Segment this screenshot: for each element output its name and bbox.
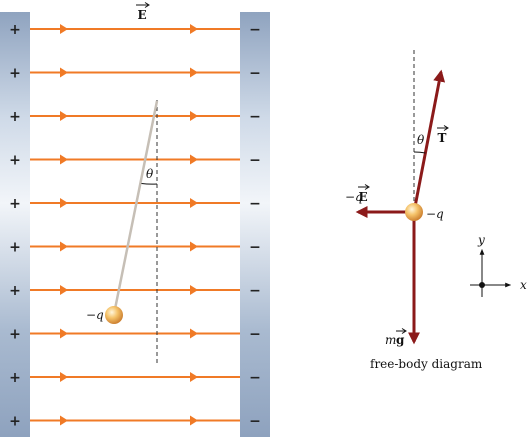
field-arrowhead	[190, 372, 198, 382]
field-arrowhead	[190, 24, 198, 34]
weight-vector: g	[396, 333, 405, 347]
field-label-text: E	[138, 8, 147, 22]
tension-label-text: T	[438, 131, 447, 145]
positive-sign: +	[9, 22, 21, 38]
positive-sign: +	[9, 109, 21, 125]
coordinate-axes: x y	[470, 233, 527, 297]
negative-sign: −	[249, 22, 261, 38]
pendulum-charge-label: −q	[86, 308, 104, 322]
positive-sign: +	[9, 370, 21, 386]
fbd-caption: free-body diagram	[370, 357, 483, 371]
field-arrowhead	[60, 372, 68, 382]
field-arrowhead	[190, 241, 198, 252]
field-arrowhead	[60, 198, 68, 208]
field-arrowhead	[60, 67, 68, 78]
field-arrowhead	[190, 67, 198, 78]
y-axis-label: y	[477, 233, 485, 247]
tension-label: T	[437, 125, 449, 145]
negative-sign: −	[249, 370, 261, 386]
negative-sign: −	[249, 196, 261, 212]
field-arrowhead	[60, 285, 68, 295]
negative-sign: −	[249, 66, 261, 82]
field-label: E	[136, 2, 150, 22]
field-arrowhead	[60, 154, 68, 165]
field-arrowhead	[190, 415, 198, 426]
electric-force-label: −q E	[345, 184, 370, 204]
positive-sign: +	[9, 240, 21, 256]
pendulum-ball	[105, 306, 123, 324]
positive-sign: +	[9, 196, 21, 212]
negative-sign: −	[249, 414, 261, 430]
positive-sign: +	[9, 327, 21, 343]
field-arrowhead	[60, 415, 68, 426]
field-arrowhead	[190, 198, 198, 208]
field-arrowhead	[60, 111, 68, 121]
weight-prefix: m	[385, 333, 396, 347]
field-arrowhead	[190, 111, 198, 121]
fbd-angle-label: θ	[417, 133, 425, 147]
fbd-angle-arc	[413, 151, 426, 154]
negative-sign: −	[249, 327, 261, 343]
pendulum-angle-arc	[141, 183, 158, 185]
x-axis-label: x	[520, 278, 527, 292]
pendulum-string	[112, 100, 159, 315]
negative-sign: −	[249, 109, 261, 125]
positive-sign: +	[9, 66, 21, 82]
weight-label: m g	[385, 328, 407, 347]
negative-plate	[240, 12, 270, 437]
field-lines	[30, 24, 240, 426]
plate-signs: + − + − + − + − + − + − + − + − + − + −	[9, 22, 261, 430]
pendulum-angle-label: θ	[146, 167, 154, 181]
tension-arrow	[412, 69, 446, 213]
field-arrowhead	[60, 24, 68, 34]
electric-force-prefix: −q	[345, 190, 363, 204]
positive-sign: +	[9, 414, 21, 430]
negative-sign: −	[249, 240, 261, 256]
fbd-ball	[405, 203, 423, 221]
field-arrowhead	[190, 285, 198, 295]
electric-force-vector: E	[359, 190, 368, 204]
negative-sign: −	[249, 153, 261, 169]
positive-sign: +	[9, 153, 21, 169]
field-arrowhead	[60, 328, 68, 339]
fbd-charge-label: −q	[426, 207, 444, 221]
negative-sign: −	[249, 283, 261, 299]
field-arrowhead	[190, 328, 198, 339]
field-arrowhead	[60, 241, 68, 252]
positive-plate	[0, 12, 30, 437]
positive-sign: +	[9, 283, 21, 299]
field-arrowhead	[190, 154, 198, 165]
